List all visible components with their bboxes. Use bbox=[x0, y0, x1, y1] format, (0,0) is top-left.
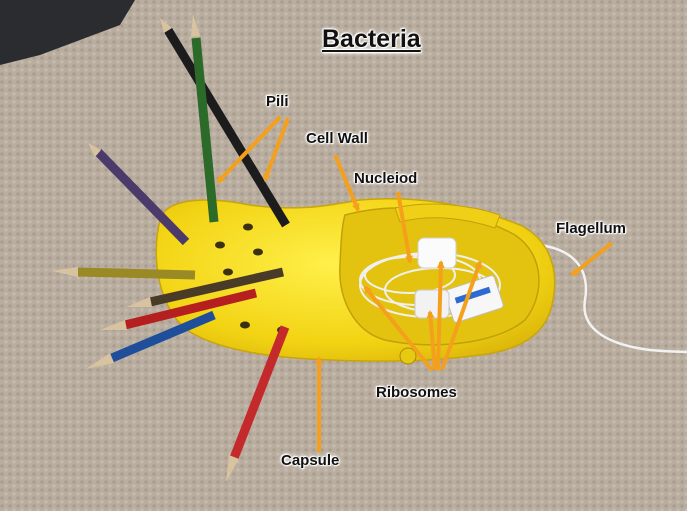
strap-rivet bbox=[399, 347, 417, 365]
flagellum-cable bbox=[539, 243, 687, 354]
arrow-cell-wall bbox=[333, 154, 360, 212]
label-nucleiod: Nucleiod bbox=[354, 170, 418, 187]
title: Bacteria bbox=[322, 25, 421, 53]
arrow-ribosome-3 bbox=[436, 260, 445, 371]
arrow-nucleiod bbox=[396, 191, 413, 264]
small-box-label bbox=[454, 286, 491, 304]
pencils bbox=[52, 14, 290, 482]
arrow-flagellum bbox=[570, 241, 614, 277]
label-capsule: Capsule bbox=[281, 452, 340, 469]
shoe-strap bbox=[394, 203, 501, 229]
arrow-pili-2 bbox=[263, 117, 290, 182]
label-flagellum: Flagellum bbox=[556, 220, 627, 237]
dark-object-corner bbox=[0, 0, 135, 65]
label-ribosomes: Ribosomes bbox=[376, 384, 457, 401]
label-cell-wall: Cell Wall bbox=[306, 130, 368, 147]
arrow-ribosome-4 bbox=[440, 260, 482, 371]
annotation-arrows bbox=[216, 115, 614, 452]
arrow-pili-1 bbox=[216, 115, 282, 184]
label-pili: Pili bbox=[266, 93, 289, 110]
arrow-ribosome-1 bbox=[363, 285, 434, 372]
earbud-case bbox=[417, 237, 457, 269]
arrow-ribosome-2 bbox=[426, 310, 437, 371]
